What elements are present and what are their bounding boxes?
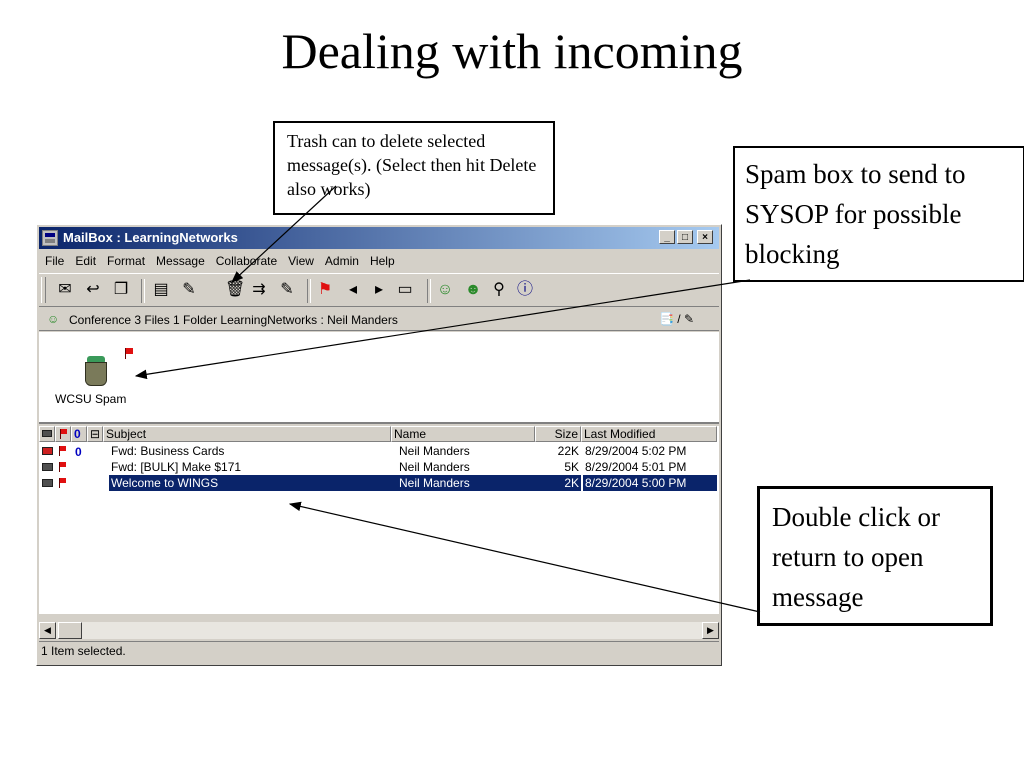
window-title: MailBox : LearningNetworks — [63, 230, 238, 245]
menu-format[interactable]: Format — [107, 254, 146, 268]
col-type-icon[interactable] — [39, 426, 55, 442]
attach-icon[interactable]: ✎ — [280, 281, 294, 298]
message-size: 5K — [564, 460, 579, 474]
scroll-thumb[interactable] — [58, 622, 82, 639]
menu-collaborate[interactable]: Collaborate — [215, 254, 278, 268]
conference-icon: ☺ — [47, 312, 60, 326]
slide-title: Dealing with incoming — [281, 23, 743, 79]
info-icon[interactable]: ⓘ — [516, 281, 533, 298]
message-name: Neil Manders — [397, 475, 539, 491]
scroll-right-icon[interactable]: ▶ — [702, 622, 719, 639]
table-row[interactable]: 0 Fwd: Business Cards Neil Manders 22K 8… — [39, 443, 719, 459]
message-type-icon — [42, 463, 53, 471]
message-type-icon — [42, 479, 53, 487]
reply-icon[interactable]: ↩ — [86, 281, 100, 298]
message-list: 0 ⊟ Subject Name Size Last Modified 0 Fw… — [39, 426, 719, 614]
find-icon[interactable]: ⚲ — [493, 281, 505, 298]
toolbar-separator — [307, 279, 311, 303]
table-row-selected[interactable]: Welcome to WINGS Neil Manders 2K 8/29/20… — [39, 475, 719, 491]
menu-view[interactable]: View — [288, 254, 314, 268]
col-modified[interactable]: Last Modified — [581, 426, 717, 442]
location-text: Conference 3 Files 1 Folder LearningNetw… — [69, 313, 398, 327]
col-subject[interactable]: Subject — [103, 426, 391, 442]
message-subject: Welcome to WINGS — [109, 475, 397, 491]
message-subject: Fwd: [BULK] Make $171 — [111, 460, 242, 474]
trash-can — [85, 362, 107, 386]
toolbar: ✉ ↩ ❐ ▤ ✎ 🗑 ⇉ ✎ ⚑ ◂ ▸ ▭ ☺ ☻ ⚲ ⓘ — [39, 273, 719, 307]
message-subject: Fwd: Business Cards — [111, 444, 225, 458]
flag-icon — [59, 462, 66, 472]
trash-icon[interactable]: 🗑 — [225, 281, 246, 298]
toolbar-separator — [427, 279, 431, 303]
folder-pane: WCSU Spam — [39, 332, 719, 424]
message-modified: 8/29/2004 5:01 PM — [585, 460, 687, 474]
message-name: Neil Manders — [399, 460, 470, 474]
menu-help[interactable]: Help — [369, 254, 395, 268]
close-button[interactable]: × — [697, 230, 713, 244]
next-icon[interactable]: ▸ — [374, 281, 384, 298]
toolbar-grip[interactable] — [41, 277, 46, 303]
envelope-icon — [42, 430, 52, 437]
spam-trash-icon[interactable] — [79, 354, 113, 386]
mailbox-app-icon — [42, 230, 58, 246]
mailbox-window: MailBox : LearningNetworks _ □ × File Edi… — [36, 224, 722, 666]
trash-lid — [87, 356, 105, 364]
flag-icon — [59, 478, 66, 488]
message-name: Neil Manders — [399, 444, 470, 458]
col-collapse-icon[interactable]: ⊟ — [87, 426, 103, 442]
forward-icon[interactable]: ❐ — [113, 281, 129, 298]
message-size: 22K — [557, 444, 579, 458]
title-bar[interactable]: MailBox : LearningNetworks _ □ × — [39, 227, 719, 249]
message-modified: 8/29/2004 5:00 PM — [583, 475, 717, 491]
flag-icon — [60, 429, 67, 439]
open-message-callout: Double click or return to open message — [757, 486, 993, 626]
scroll-left-icon[interactable]: ◀ — [39, 622, 56, 639]
table-row[interactable]: Fwd: [BULK] Make $171 Neil Manders 5K 8/… — [39, 459, 719, 475]
horizontal-scrollbar[interactable]: ◀ ▶ — [39, 622, 719, 639]
previous-icon[interactable]: ◂ — [348, 281, 358, 298]
save-icon[interactable]: ▤ — [153, 281, 169, 298]
users-icon[interactable]: ☻ — [464, 281, 482, 298]
menu-admin[interactable]: Admin — [324, 254, 359, 268]
menu-file[interactable]: File — [45, 254, 65, 268]
flag-icon[interactable]: ⚑ — [317, 281, 333, 298]
message-type-icon — [42, 447, 53, 455]
spam-callout: Spam box to send to SYSOP for possible b… — [733, 146, 1024, 282]
message-size: 2K — [539, 475, 581, 491]
folder-label[interactable]: WCSU Spam — [55, 392, 127, 406]
red-flag-icon — [125, 348, 133, 359]
menu-message[interactable]: Message — [156, 254, 205, 268]
status-bar: 1 Item selected. — [39, 641, 719, 661]
location-bar: ☺ Conference 3 Files 1 Folder LearningNe… — [39, 309, 719, 331]
attachment-icon: 0 — [75, 445, 82, 459]
menu-bar: File Edit Format Message Collaborate View Admi… — [39, 251, 719, 271]
maximize-button[interactable]: □ — [677, 230, 693, 244]
toolbar-separator — [141, 279, 145, 303]
col-size[interactable]: Size — [535, 426, 581, 442]
trash-callout: Trash can to delete selected message(s).… — [273, 121, 555, 215]
new-message-icon[interactable]: ✉ — [58, 281, 72, 298]
col-name[interactable]: Name — [391, 426, 535, 442]
edit-icon[interactable]: ✎ — [182, 281, 196, 298]
minimize-button[interactable]: _ — [659, 230, 675, 244]
flag-icon — [59, 446, 66, 456]
move-icon[interactable]: ⇉ — [252, 281, 266, 298]
people-icon[interactable]: ☺ — [436, 281, 454, 298]
message-modified: 8/29/2004 5:02 PM — [585, 444, 687, 458]
col-attach-icon[interactable]: 0 — [71, 426, 87, 442]
col-flag-icon[interactable] — [55, 426, 71, 442]
location-tools-icon[interactable]: 📑 / ✎ — [659, 312, 694, 326]
folder-icon[interactable]: ▭ — [397, 281, 413, 298]
menu-edit[interactable]: Edit — [75, 254, 97, 268]
